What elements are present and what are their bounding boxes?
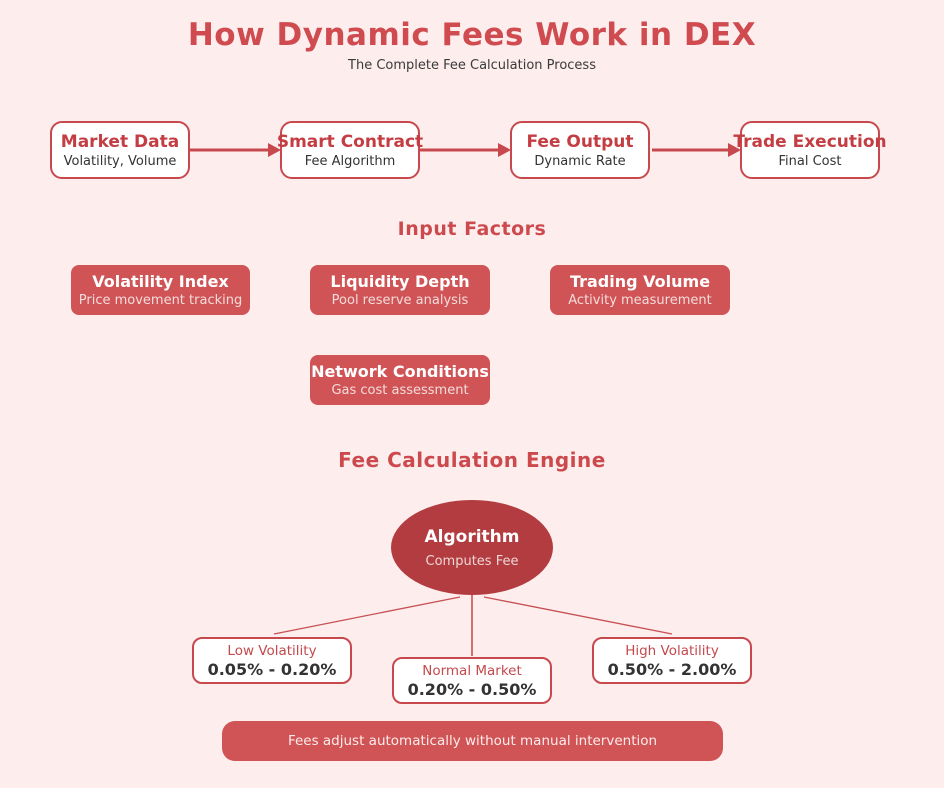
flow-step-title: Trade Execution	[733, 131, 887, 152]
factor-liquidity-depth: Liquidity Depth Pool reserve analysis	[310, 265, 490, 315]
factor-subtitle: Gas cost assessment	[331, 383, 469, 398]
page-subtitle: The Complete Fee Calculation Process	[348, 58, 596, 73]
engine-heading: Fee Calculation Engine	[338, 448, 606, 472]
factor-title: Network Conditions	[311, 362, 489, 381]
outcome-range: 0.20% - 0.50%	[407, 679, 537, 699]
arrow-right-icon	[498, 143, 511, 157]
outcome-high-volatility: High Volatility 0.50% - 2.00%	[592, 637, 752, 684]
algorithm-title: Algorithm	[424, 526, 520, 547]
outcome-normal-market: Normal Market 0.20% - 0.50%	[392, 657, 552, 704]
arrow-right-icon	[268, 143, 281, 157]
factor-volatility-index: Volatility Index Price movement tracking	[71, 265, 250, 315]
factor-title: Trading Volume	[569, 272, 711, 291]
flow-step-fee-output: Fee Output Dynamic Rate	[510, 121, 650, 179]
flow-step-title: Smart Contract	[276, 131, 424, 152]
flow-step-title: Fee Output	[526, 131, 634, 152]
factor-subtitle: Activity measurement	[568, 293, 712, 308]
input-factors-heading: Input Factors	[397, 218, 547, 240]
flow-step-subtitle: Final Cost	[778, 153, 842, 169]
outcome-low-volatility: Low Volatility 0.05% - 0.20%	[192, 637, 352, 684]
flow-step-subtitle: Volatility, Volume	[63, 153, 177, 169]
outcome-label: High Volatility	[625, 642, 719, 659]
page-title: How Dynamic Fees Work in DEX	[187, 17, 757, 53]
algorithm-subtitle: Computes Fee	[425, 553, 519, 569]
flow-step-trade-execution: Trade Execution Final Cost	[733, 121, 887, 179]
footer-note-text: Fees adjust automatically without manual…	[287, 733, 658, 749]
factor-trading-volume: Trading Volume Activity measurement	[550, 265, 730, 315]
outcome-range: 0.05% - 0.20%	[207, 659, 337, 679]
outcome-range: 0.50% - 2.00%	[607, 659, 737, 679]
outcome-label: Normal Market	[422, 662, 522, 679]
factor-title: Volatility Index	[92, 272, 229, 291]
factor-network-conditions: Network Conditions Gas cost assessment	[310, 355, 490, 405]
outcome-label: Low Volatility	[227, 642, 317, 659]
flow-step-subtitle: Fee Algorithm	[304, 153, 396, 169]
flow-step-subtitle: Dynamic Rate	[534, 153, 626, 169]
flow-step-market-data: Market Data Volatility, Volume	[50, 121, 190, 179]
factor-subtitle: Pool reserve analysis	[331, 293, 469, 308]
factor-title: Liquidity Depth	[330, 272, 470, 291]
arrow-right-icon	[728, 143, 741, 157]
footer-note-banner: Fees adjust automatically without manual…	[222, 721, 723, 761]
flow-step-smart-contract: Smart Contract Fee Algorithm	[276, 121, 424, 179]
flow-step-title: Market Data	[60, 131, 180, 152]
factor-subtitle: Price movement tracking	[78, 293, 243, 308]
algorithm-node: Algorithm Computes Fee	[391, 500, 553, 595]
